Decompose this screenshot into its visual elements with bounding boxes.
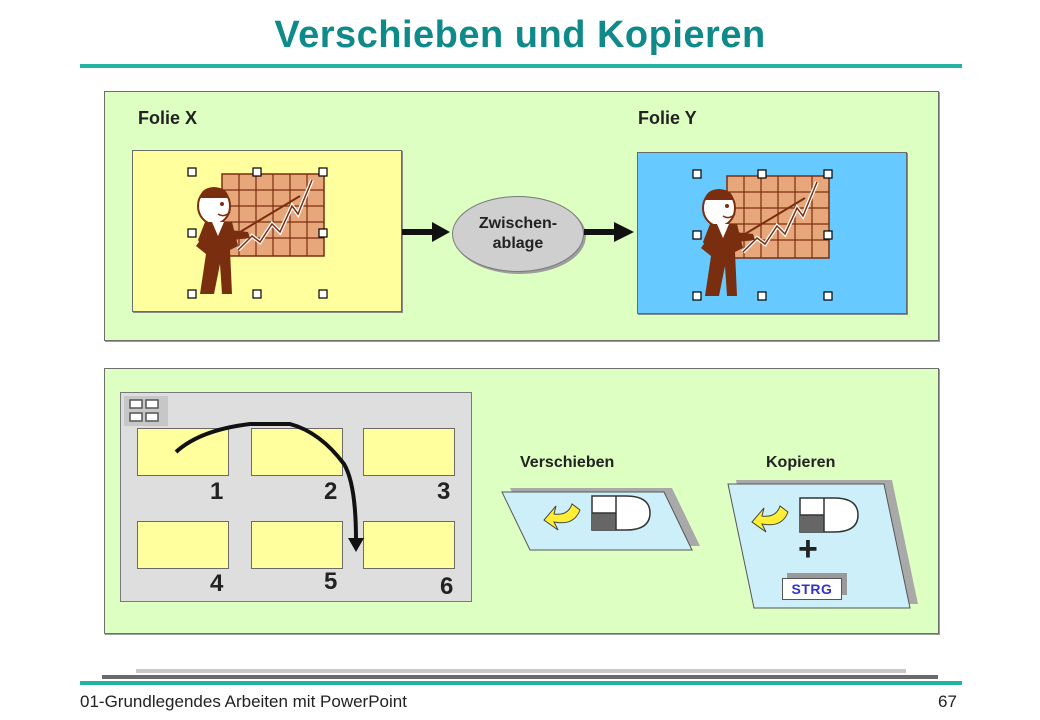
footer-rule-shadow — [136, 669, 906, 673]
slide-thumbnail-3[interactable] — [363, 428, 455, 476]
footer-title: 01-Grundlegendes Arbeiten mit PowerPoint — [80, 692, 407, 711]
slide-number-6: 6 — [440, 573, 454, 600]
presenter-clipart-y — [692, 169, 833, 301]
move-label: Verschieben — [520, 454, 615, 471]
slide-number-1: 1 — [210, 478, 224, 505]
drag-path-arrow — [174, 422, 364, 552]
arrow-to-clipboard — [402, 222, 450, 242]
presenter-clipart-x — [187, 167, 328, 299]
slide-number-3: 3 — [437, 478, 451, 505]
copy-label: Kopieren — [766, 454, 836, 471]
slide-number-4: 4 — [210, 570, 224, 597]
plus-symbol: + — [798, 530, 818, 568]
slide-number-2: 2 — [324, 478, 338, 505]
slide-thumbnail-2[interactable] — [251, 428, 343, 476]
page-number: 67 — [938, 692, 957, 711]
arrow-to-slide-y — [584, 222, 634, 242]
folie-y-label: Folie Y — [638, 108, 697, 128]
slide-thumbnail-5[interactable] — [251, 521, 343, 569]
title-underline — [80, 64, 962, 68]
slide-number-5: 5 — [324, 568, 338, 595]
slide-title: Verschieben und Kopieren — [274, 14, 766, 56]
copy-mouse-icon — [799, 497, 859, 533]
slide-thumbnail-4[interactable] — [137, 521, 229, 569]
footer-rule-dark — [102, 675, 938, 679]
sorter-view-icon — [129, 399, 159, 422]
move-mouse-icon — [591, 495, 651, 531]
folie-x-label: Folie X — [138, 108, 198, 128]
strg-key: STRG — [782, 578, 842, 600]
slide-thumbnail-6[interactable] — [363, 521, 455, 569]
slide-thumbnail-1[interactable] — [137, 428, 229, 476]
footer-rule — [80, 681, 962, 685]
clipboard-ellipse: Zwischen- ablage — [452, 196, 584, 272]
